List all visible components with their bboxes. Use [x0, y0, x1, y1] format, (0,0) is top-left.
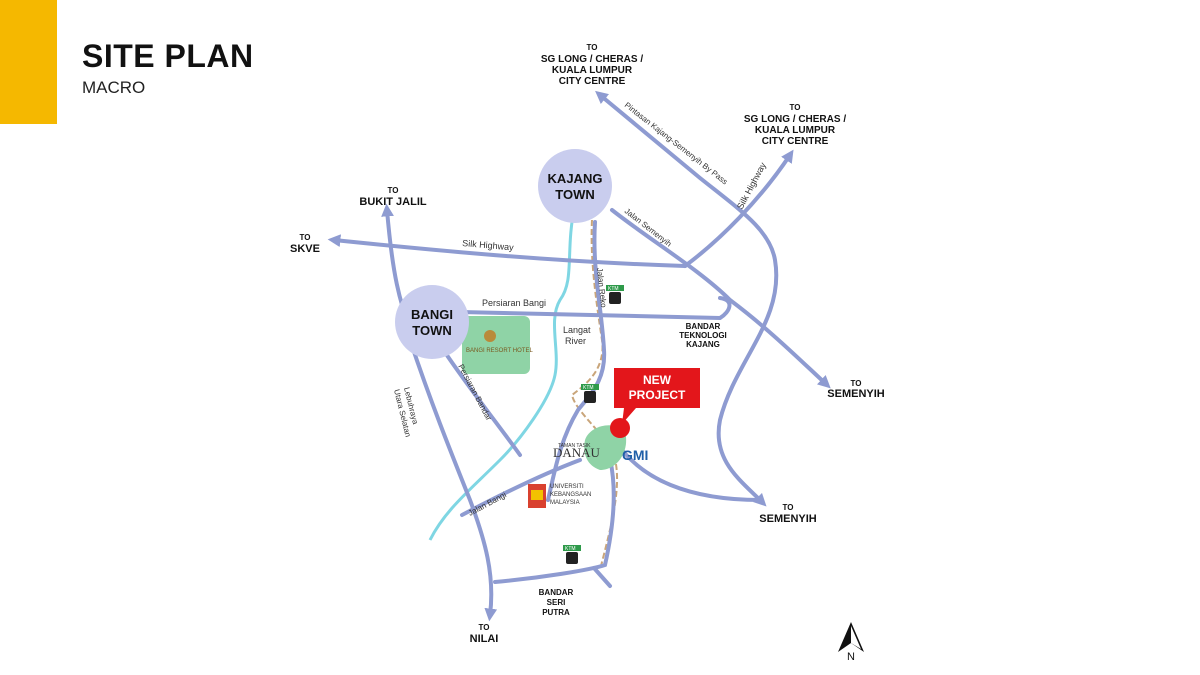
tree-icon [484, 330, 496, 342]
bandar-seri-putra-label-2: SERI [547, 598, 566, 607]
danau-small-label: TAMAN TASIK [558, 443, 591, 449]
bandar-seri-putra-label-1: BANDAR [539, 588, 574, 597]
road-seri-putra [592, 566, 612, 588]
langat-river-label-2: River [565, 336, 586, 346]
bandar-teknologi-label-3: KAJANG [686, 340, 720, 349]
svg-text:BUKIT JALIL: BUKIT JALIL [359, 196, 427, 208]
svg-text:TO: TO [479, 623, 490, 632]
lebuhraya-utara-selatan [408, 338, 498, 622]
svg-text:SG LONG / CHERAS /: SG LONG / CHERAS / [541, 54, 643, 65]
danau-label: DANAU [553, 445, 601, 460]
svg-text:SEMENYIH: SEMENYIH [827, 388, 885, 400]
bangi-town-label-1: BANGI [411, 307, 453, 322]
svg-text:KTM: KTM [608, 286, 619, 292]
page-subtitle: MACRO [82, 78, 146, 97]
jalan-semenyih-label: Jalan Semenyih [623, 206, 673, 248]
svg-text:TO: TO [790, 103, 801, 112]
gmi-logo: GMI [622, 447, 648, 463]
svg-text:TO: TO [851, 379, 862, 388]
svg-text:KTM: KTM [565, 546, 576, 552]
svg-text:TO: TO [783, 503, 794, 512]
svg-text:SKVE: SKVE [290, 243, 320, 255]
dest-semenyih-upper: TO SEMENYIH [827, 379, 885, 400]
new-project-box [614, 368, 700, 408]
dest-skve: TO SKVE [290, 233, 320, 255]
kajang-town-label-2: TOWN [555, 187, 594, 202]
kajang-town-label-1: KAJANG [548, 171, 603, 186]
svg-text:KUALA LUMPUR: KUALA LUMPUR [755, 125, 836, 136]
dest-bukit-jalil: TO BUKIT JALIL [359, 186, 427, 208]
svg-text:KTM: KTM [583, 385, 594, 391]
compass-label: N [847, 651, 855, 663]
road-semenyih-south [613, 438, 762, 502]
svg-text:CITY CENTRE: CITY CENTRE [762, 136, 829, 147]
svg-text:SEMENYIH: SEMENYIH [759, 513, 817, 525]
ktm-station-middle: KTM [581, 384, 599, 403]
jalan-semenyih [610, 208, 831, 389]
new-project-dot [610, 418, 630, 438]
svg-text:SG LONG / CHERAS /: SG LONG / CHERAS / [744, 114, 846, 125]
ukm-label-2: KEBANGSAAN [550, 492, 591, 498]
ktm-station-north: KTM [606, 285, 624, 304]
svg-text:NILAI: NILAI [470, 633, 499, 645]
svg-text:TO: TO [388, 186, 399, 195]
bangi-town-label-2: TOWN [412, 323, 451, 338]
svg-text:CITY CENTRE: CITY CENTRE [559, 76, 626, 87]
jalan-reko-label: Jalan Reko [595, 267, 608, 308]
silk-highway-west-label: Silk Highway [462, 238, 515, 252]
pintasan-label: Pintasan Kajang-Semenyih By Pass [623, 100, 729, 186]
svg-text:TO: TO [587, 43, 598, 52]
bandar-teknologi-label-2: TEKNOLOGI [679, 331, 727, 340]
svg-text:TO: TO [300, 233, 311, 242]
compass-north-icon [838, 622, 864, 652]
bandar-seri-putra-label-3: PUTRA [542, 608, 570, 617]
page-title: SITE PLAN [82, 38, 254, 74]
road-ukm-south [493, 428, 616, 584]
bangi-resort-area [462, 316, 530, 374]
ukm-label-1: UNIVERSITI [550, 484, 584, 490]
langat-river-label-1: Langat [563, 325, 591, 335]
persiaran-bangi-label: Persiaran Bangi [482, 298, 546, 308]
persiaran-bandar [438, 343, 522, 457]
new-project-label-2: PROJECT [629, 388, 686, 402]
jalan-bangi [460, 458, 582, 517]
svg-text:KUALA LUMPUR: KUALA LUMPUR [552, 65, 633, 76]
bangi-town-circle [395, 285, 469, 359]
accent-bar [0, 0, 57, 124]
bangi-resort-label: BANGI RESORT HOTEL [466, 348, 533, 354]
langat-river [428, 204, 577, 541]
bandar-teknologi-label-1: BANDAR [686, 322, 721, 331]
ukm-logo [528, 484, 546, 508]
jalan-reko [546, 220, 607, 502]
persiaran-bangi [458, 296, 732, 321]
new-project-label-1: NEW [643, 373, 672, 387]
ukm-label-3: MALAYSIA [550, 500, 580, 506]
dest-semenyih-lower: TO SEMENYIH [759, 503, 817, 525]
ktm-station-south: KTM [563, 545, 581, 564]
kajang-town-circle [538, 149, 612, 223]
dest-sg-long-right: TO SG LONG / CHERAS / KUALA LUMPUR CITY … [744, 103, 846, 147]
dest-sg-long-top: TO SG LONG / CHERAS / KUALA LUMPUR CITY … [541, 43, 643, 87]
dest-nilai: TO NILAI [470, 623, 499, 645]
pintasan-bypass [595, 90, 779, 507]
